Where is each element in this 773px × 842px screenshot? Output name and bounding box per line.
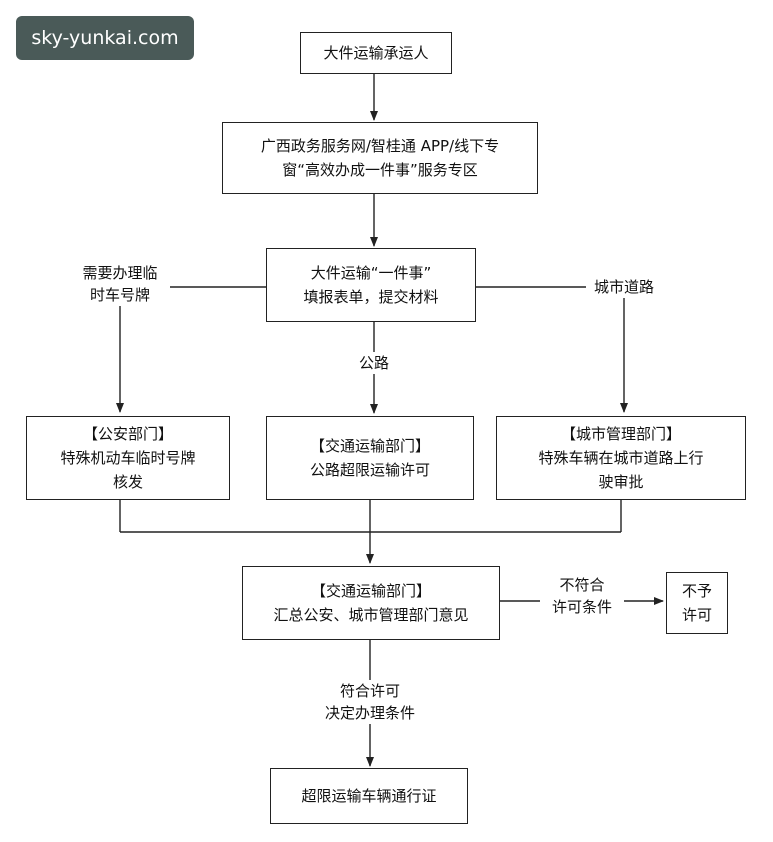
edge-label-not-meet-line2: 许可条件 xyxy=(551,598,612,616)
node-permit-label: 超限运输车辆通行证 xyxy=(301,787,437,805)
node-city-line1: 特殊车辆在城市道路上行 xyxy=(538,449,704,467)
edge-label-meet: 符合许可 决定办理条件 xyxy=(306,680,434,724)
node-deny: 不予 许可 xyxy=(666,572,728,634)
edge-label-temp-plate: 需要办理临 时车号牌 xyxy=(70,262,170,306)
node-transport-line1: 公路超限运输许可 xyxy=(309,461,430,479)
node-form-line1: 大件运输“一件事” xyxy=(310,264,432,282)
node-summary-line1: 汇总公安、城市管理部门意见 xyxy=(273,606,469,624)
node-city: 【城市管理部门】 特殊车辆在城市道路上行 驶审批 xyxy=(496,416,746,500)
edge-label-meet-line2: 决定办理条件 xyxy=(324,704,415,722)
node-transport-title: 【交通运输部门】 xyxy=(309,437,430,455)
node-deny-line2: 许可 xyxy=(681,606,712,624)
node-platform-line2: 窗“高效办成一件事”服务专区 xyxy=(282,161,478,179)
node-permit: 超限运输车辆通行证 xyxy=(270,768,468,824)
node-summary-title: 【交通运输部门】 xyxy=(310,582,431,600)
node-transport: 【交通运输部门】 公路超限运输许可 xyxy=(266,416,474,500)
edge-label-temp-plate-line2: 时车号牌 xyxy=(89,286,150,304)
edge-label-meet-line1: 符合许可 xyxy=(339,682,400,700)
watermark: sky-yunkai.com xyxy=(16,16,194,60)
node-platform: 广西政务服务网/智桂通 APP/线下专 窗“高效办成一件事”服务专区 xyxy=(222,122,538,194)
node-carrier: 大件运输承运人 xyxy=(300,32,452,74)
node-police-line1: 特殊机动车临时号牌 xyxy=(60,449,196,467)
node-police-line2: 核发 xyxy=(112,473,143,491)
edge-label-city-road-text: 城市道路 xyxy=(593,278,654,296)
edge-label-city-road: 城市道路 xyxy=(586,276,662,298)
node-city-title: 【城市管理部门】 xyxy=(560,425,681,443)
node-police-title: 【公安部门】 xyxy=(82,425,173,443)
edge-label-temp-plate-line1: 需要办理临 xyxy=(82,264,158,282)
edge-label-highway: 公路 xyxy=(350,352,398,374)
node-form: 大件运输“一件事” 填报表单，提交材料 xyxy=(266,248,476,322)
node-platform-line1: 广西政务服务网/智桂通 APP/线下专 xyxy=(260,137,500,155)
node-form-line2: 填报表单，提交材料 xyxy=(303,288,439,306)
edge-label-highway-text: 公路 xyxy=(358,354,389,372)
edge-label-not-meet: 不符合 许可条件 xyxy=(540,574,624,618)
node-city-line2: 驶审批 xyxy=(598,473,644,491)
node-deny-line1: 不予 xyxy=(681,582,712,600)
node-police: 【公安部门】 特殊机动车临时号牌 核发 xyxy=(26,416,230,500)
node-carrier-label: 大件运输承运人 xyxy=(323,44,429,62)
edge-label-not-meet-line1: 不符合 xyxy=(559,576,605,594)
node-summary: 【交通运输部门】 汇总公安、城市管理部门意见 xyxy=(242,566,500,640)
